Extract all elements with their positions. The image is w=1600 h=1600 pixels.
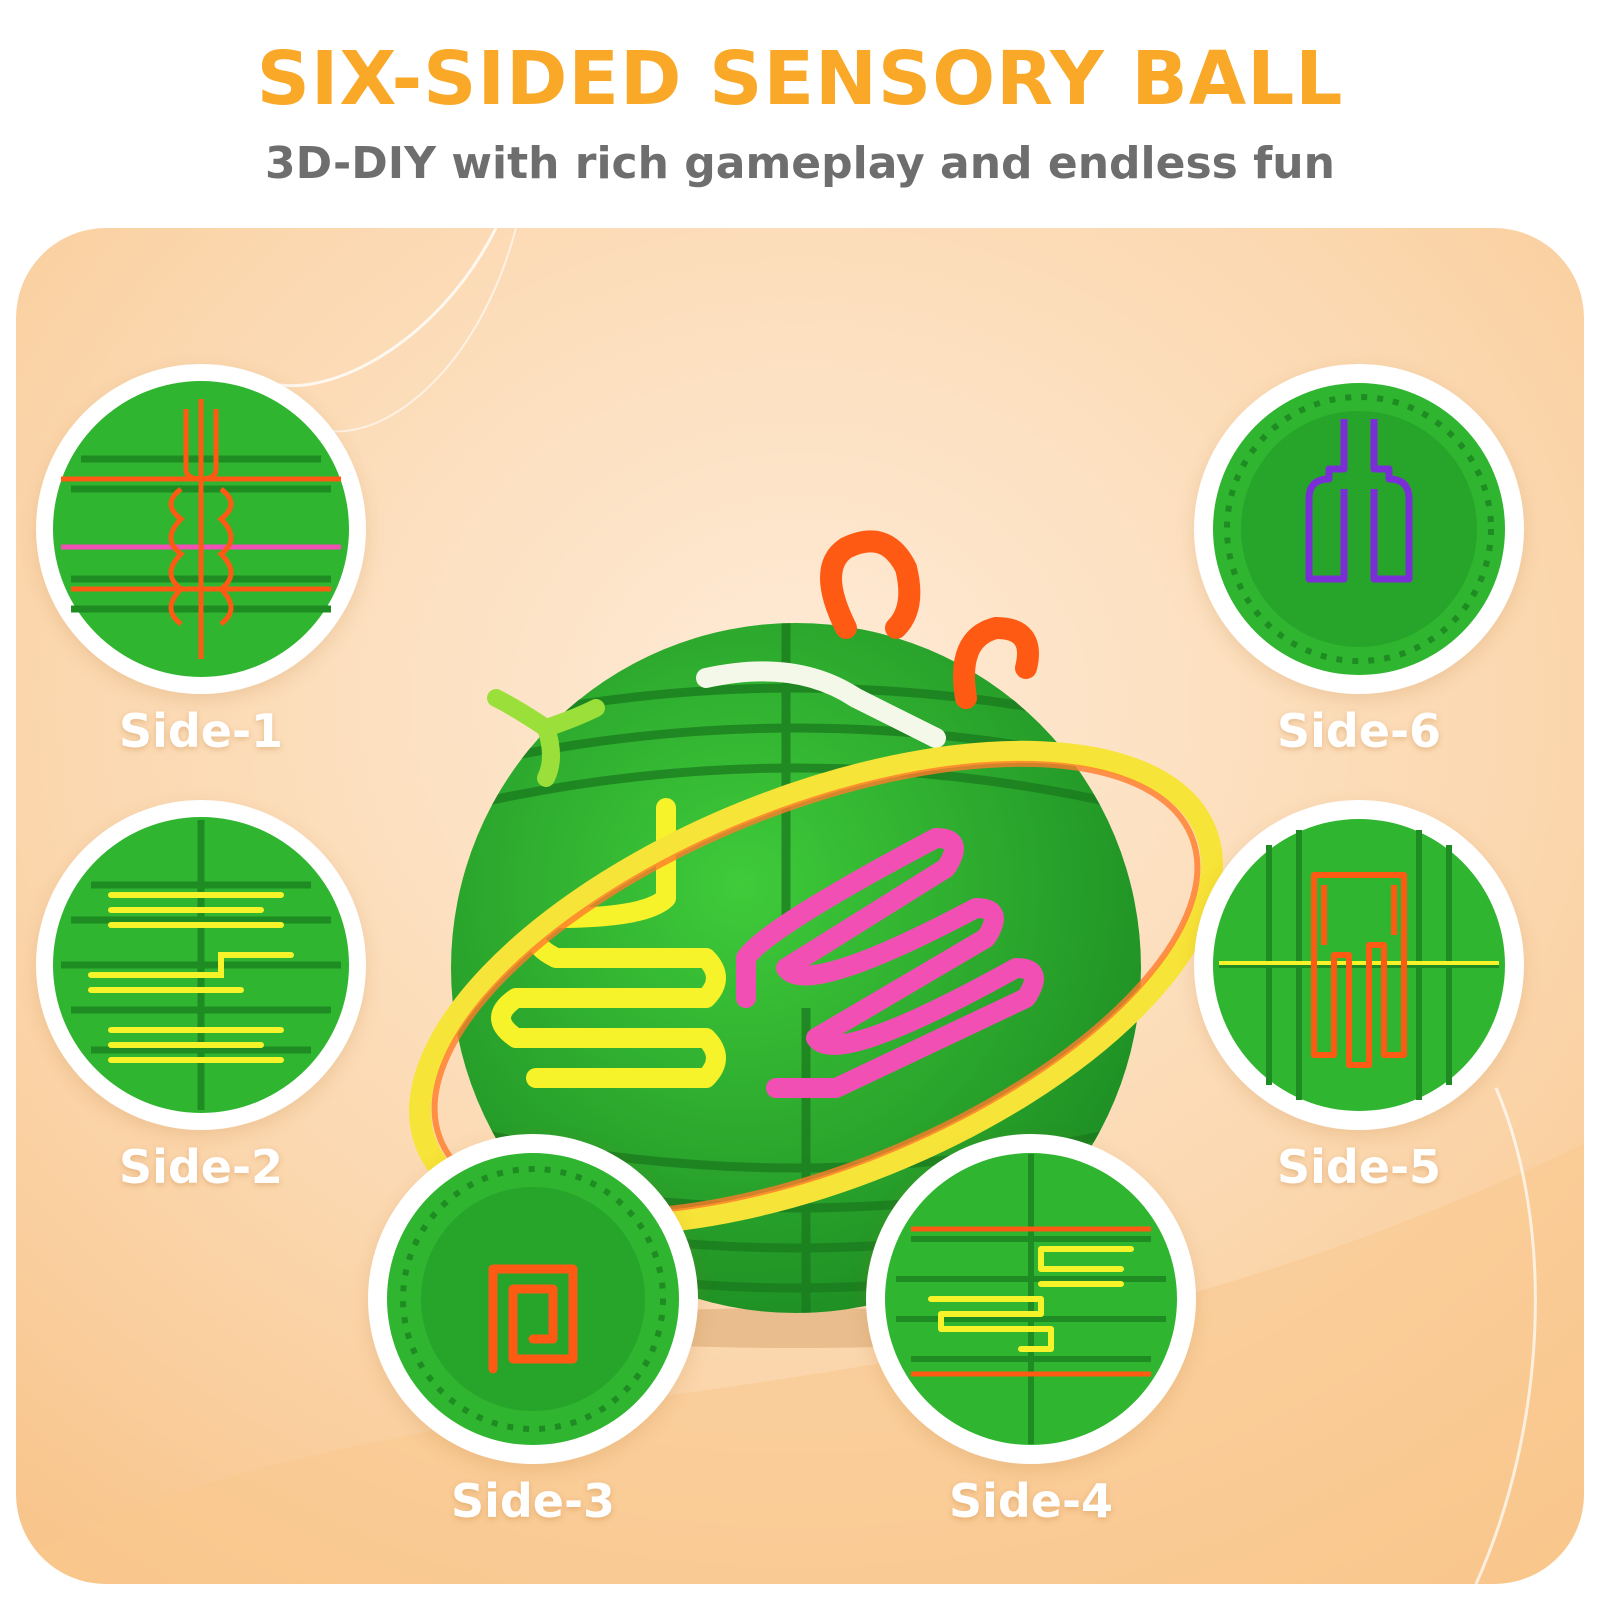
side-4-illustration <box>885 1153 1177 1445</box>
side-3-ball <box>368 1134 698 1464</box>
page-title: SIX-SIDED SENSORY BALL <box>256 36 1344 122</box>
side-5-label: Side-5 <box>1276 1140 1442 1194</box>
side-3-label: Side-3 <box>450 1474 616 1528</box>
side-6-illustration <box>1213 383 1505 675</box>
side-5-illustration <box>1213 819 1505 1111</box>
side-2-ball <box>36 800 366 1130</box>
side-4-ball <box>866 1134 1196 1464</box>
side-6-label: Side-6 <box>1276 704 1442 758</box>
side-3-illustration <box>387 1153 679 1445</box>
product-panel: Side-1 Side-6 Side-2 <box>16 228 1584 1584</box>
side-2-illustration <box>53 817 349 1113</box>
side-1-illustration <box>53 381 349 677</box>
side-6-ball <box>1194 364 1524 694</box>
side-1-label: Side-1 <box>118 704 284 758</box>
page-subtitle: 3D-DIY with rich gameplay and endless fu… <box>265 138 1335 189</box>
side-2-label: Side-2 <box>118 1140 284 1194</box>
side-1-ball <box>36 364 366 694</box>
side-5-ball <box>1194 800 1524 1130</box>
side-4-label: Side-4 <box>948 1474 1114 1528</box>
